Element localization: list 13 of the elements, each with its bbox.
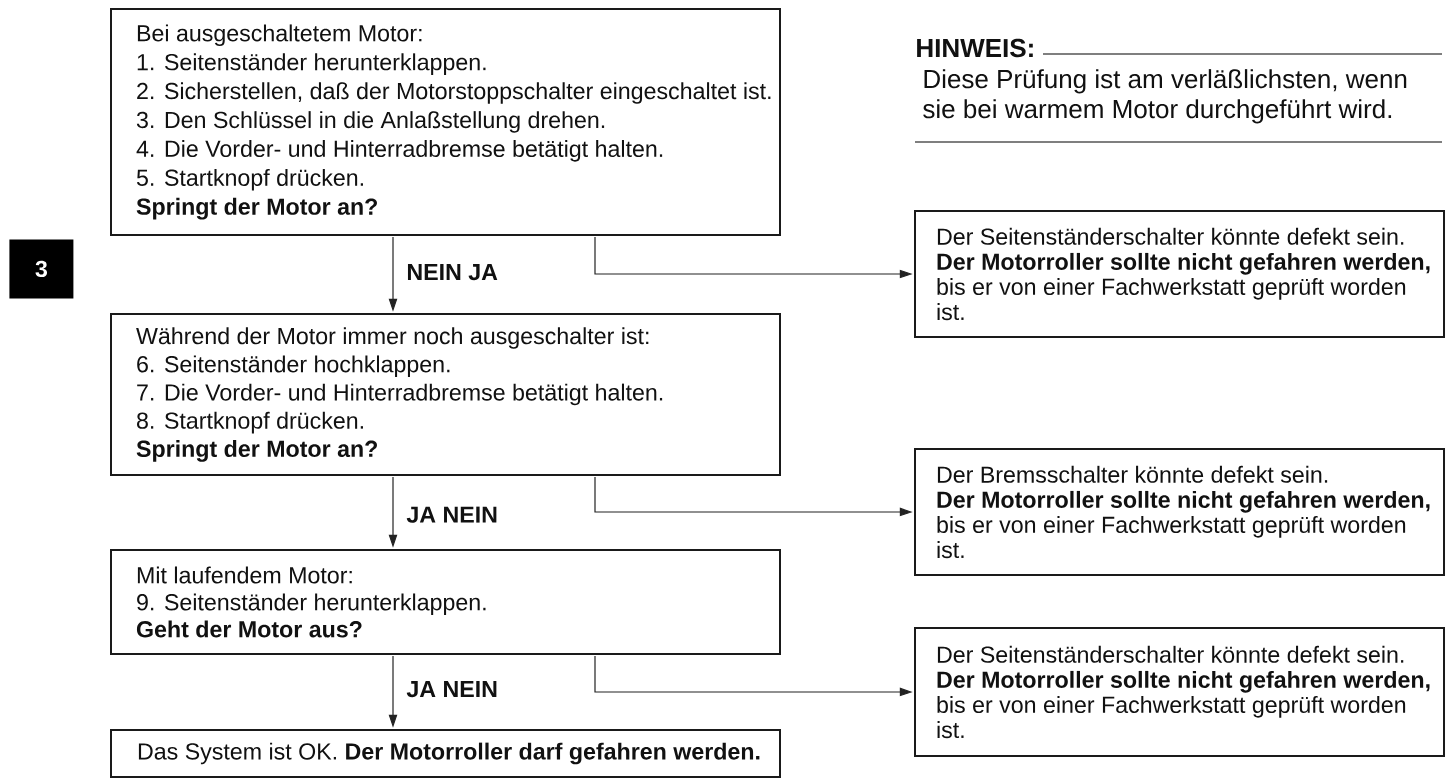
note-text: Diese Prüfung ist am verläßlichsten, wenn sie bei warmem Motor durchgeführt wird. [923, 69, 1407, 124]
step-box: Bei ausgeschaltetem Motor: 1. Seitenständer herunterklappen. 2. Sicherstellen, daß der Motorstoppschalter eingeschaltet ist. 3. Den Schlüssel in die Anlaßstellung drehen. 4. Die Vorder- und Hinterradbremse betätigt halten. 5. Startknopf drücken. Springt der Motor an? [110, 8, 781, 236]
result-box: Der Seitenständerschalter könnte defekt sein. Der Motorroller sollte nicht gefahren werden, bis er von einer Fachwerkstatt geprüft worden ist. [914, 627, 1445, 757]
result-box: Der Bremsschalter könnte defekt sein. Der Motorroller sollte nicht gefahren werden, bis er von einer Fachwerkstatt geprüft worden ist. [914, 448, 1445, 576]
result-box: Das System ist OK. Der Motorroller darf gefahren werden. [110, 729, 781, 778]
step-box: Während der Motor immer noch ausgeschalter ist: 6. Seitenständer hochklappen. 7. Die Vorder- und Hinterradbremse betätigt halten. 8. Startknopf drücken. Springt der Motor an? [110, 313, 781, 476]
section-tab: 3 [9, 239, 74, 299]
note-heading: HINWEIS: [917, 38, 1033, 58]
step-box: Mit laufendem Motor: 9. Seitenständer herunterklappen. Geht der Motor aus? [110, 549, 781, 655]
edge-label: NEIN JA [404, 262, 500, 283]
edge-label: JA NEIN [404, 679, 500, 700]
result-box: Der Seitenständerschalter könnte defekt sein. Der Motorroller sollte nicht gefahren werden, bis er von einer Fachwerkstatt geprüft worden ist. [914, 210, 1445, 338]
edge-label: JA NEIN [404, 504, 500, 525]
